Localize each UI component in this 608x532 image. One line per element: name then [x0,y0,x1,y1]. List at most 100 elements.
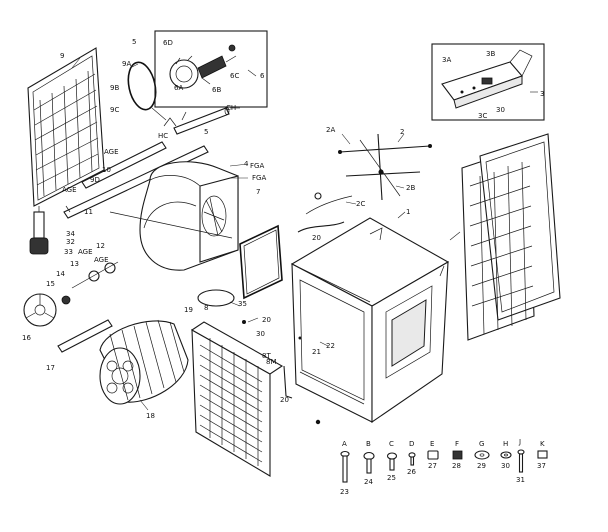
float-valve [297,192,353,233]
label-14: 14 [56,270,65,278]
label-2b: 2B [406,184,415,192]
belt-bar [57,319,113,353]
hardware-pin-j [517,449,525,473]
label-6b: 6B [212,86,221,94]
label-34: 34 [66,230,75,238]
label-3a: 3A [442,56,451,64]
motor-inset-box [154,30,268,108]
shaft [163,107,230,135]
hardware-letter-k: K [540,440,545,448]
label-6a: 6A [174,84,183,92]
hardware-number-c: 25 [387,474,396,482]
hardware-letter-f: F [455,440,459,448]
hardware-number-k: 37 [537,462,546,470]
label-2c: 2C [356,200,365,208]
louver-grid [199,338,263,466]
label-12: 12 [96,242,105,250]
media-grid [469,161,534,335]
label-9a: 9A [122,60,131,68]
label-1: 1 [406,208,410,216]
hardware-letter-e: E [430,440,434,448]
label-33: 33 [64,248,73,256]
label-6d: 6D [163,39,173,47]
hardware-labels: A 23 B 24 C 25 D 26 E 27 F 28 G 29 H 30 … [340,438,546,496]
label-fga-2: FGA [252,174,266,182]
part-labels: 9 9A 9B 9C 5 6D 6A 6B 6C 6 CH 5 HC AGE 1… [22,38,544,420]
hardware-number-a: 23 [340,488,349,496]
label-5-top: 5 [132,38,136,46]
hardware-screw-d [408,452,416,466]
label-3: 3 [540,90,544,98]
label-fga-1: FGA [250,162,264,170]
label-30: 30 [256,330,265,338]
label-18: 18 [146,412,155,420]
left-filter-panel [27,47,105,207]
label-age-2: AGE [62,186,77,194]
right-media-panel [461,133,561,341]
hardware-letter-j: J [518,438,521,446]
label-8: 8 [204,304,208,312]
label-20-mid: 20 [262,316,271,324]
hardware-bolt-a [340,450,350,483]
blower-wheel [99,319,189,405]
hardware-washer-g [474,450,490,460]
label-2a: 2A [326,126,335,134]
label-20-bottom: 20 [280,396,289,404]
label-9b: 9B [110,84,119,92]
control-bracket-inset-box [431,43,545,121]
hardware-nut-f [452,450,463,460]
label-19: 19 [184,306,193,314]
label-17: 17 [46,364,55,372]
label-8t: 8T [262,352,271,360]
label-7: 7 [256,188,260,196]
hardware-number-f: 28 [452,462,461,470]
hardware-letter-a: A [342,440,347,448]
bracket-clip [283,365,293,399]
label-9: 9 [60,52,64,60]
hardware-number-j: 31 [516,476,525,484]
label-11: 11 [84,208,93,216]
label-20-top: 20 [312,234,321,242]
label-35: 35 [238,300,247,308]
label-16: 16 [22,334,31,342]
label-age-4: AGE [94,256,109,264]
hardware-letter-b: B [366,440,371,448]
label-2: 2 [400,128,404,136]
label-age-3: AGE [78,248,93,256]
label-hc: HC [158,132,168,140]
label-9c: 9C [110,106,119,114]
label-22: 22 [326,342,335,350]
hardware-washer-h [500,451,512,459]
hardware-bolt-b [363,451,375,474]
label-9d: 9D [90,176,100,184]
motor-parts-small [71,261,119,289]
label-6c: 6C [230,72,239,80]
pump-motor [29,206,49,255]
pulley [23,293,71,327]
hardware-number-d: 26 [407,468,416,476]
label-3b: 3B [486,50,495,58]
main-cabinet [290,217,450,424]
top-cross-support [338,133,432,201]
hardware-number-g: 29 [477,462,486,470]
blower-housing [109,161,239,271]
hardware-letter-g: G [479,440,484,448]
hardware-letter-d: D [409,440,414,448]
label-15: 15 [46,280,55,288]
hardware-bolt-c [386,452,398,471]
disc-cover [197,289,235,307]
access-door-frame [239,224,283,300]
label-ch: CH [226,104,236,112]
label-6: 6 [260,72,265,80]
label-32: 32 [66,238,75,246]
leader-lines [71,57,538,411]
hardware-number-h: 30 [501,462,510,470]
hardware-number-e: 27 [428,462,437,470]
louvered-side-panel [190,321,284,477]
hardware-nut-k [537,450,548,459]
label-3d: 30 [496,106,505,114]
hardware-nut-e [427,450,439,460]
label-13: 13 [70,260,79,268]
hardware-row [340,449,548,483]
